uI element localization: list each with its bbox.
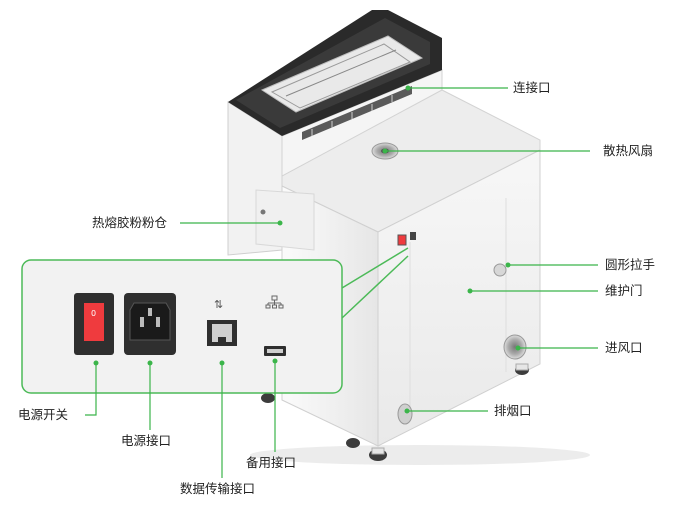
- label-data-transfer-port: 数据传输接口: [180, 481, 256, 496]
- smoke-exhaust-opening: [397, 403, 413, 425]
- leader-lines: [85, 87, 598, 478]
- label-connection-port: 连接口: [513, 80, 551, 95]
- label-maintenance-door: 维护门: [605, 283, 643, 298]
- label-round-handle: 圆形拉手: [605, 257, 656, 272]
- inset-pointer-top: [341, 247, 409, 289]
- power-switch-rocker: [84, 303, 104, 341]
- leveling-feet: [371, 363, 529, 455]
- connection-slot-teeth: [311, 95, 393, 136]
- chute-rod: [285, 49, 397, 97]
- network-tree-icon: [265, 295, 284, 309]
- powder-bin-hatch: [255, 189, 315, 251]
- label-smoke-exhaust-port: 排烟口: [494, 403, 532, 418]
- floor-shadow: [250, 445, 590, 465]
- cabinet-port: [410, 232, 416, 240]
- label-air-inlet: 进风口: [605, 340, 643, 355]
- power-switch-mark: 0: [91, 309, 96, 318]
- air-inlet-grille: [503, 334, 527, 360]
- label-hot-melt-powder-bin: 热熔胶粉粉仓: [92, 215, 168, 230]
- cabinet-switch: [397, 234, 407, 246]
- label-power-switch: 电源开关: [18, 407, 69, 422]
- label-spare-port: 备用接口: [246, 455, 297, 470]
- label-cooling-fan: 散热风扇: [603, 143, 654, 158]
- power-socket-pin-ground: [148, 308, 152, 316]
- updown-arrows-icon: ⇅: [214, 298, 223, 311]
- ports-inset-panel: [21, 259, 343, 394]
- cabinet-right-face: [377, 149, 541, 447]
- data-port-clip: [218, 337, 226, 342]
- inset-pointer-bottom: [341, 255, 409, 319]
- powder-bin-latch: [260, 209, 266, 215]
- chute-rail: [270, 43, 412, 109]
- label-power-port: 电源接口: [121, 433, 172, 448]
- power-socket-pin-left: [140, 317, 144, 327]
- connection-slot: [302, 86, 412, 140]
- data-port-jack: [212, 324, 232, 342]
- round-handle-knob: [493, 263, 507, 277]
- leader-dots: [93, 85, 521, 414]
- power-socket-face: [129, 302, 171, 341]
- chute-window: [260, 35, 424, 113]
- spare-port-slot: [267, 349, 283, 353]
- power-socket-pin-right: [156, 317, 160, 327]
